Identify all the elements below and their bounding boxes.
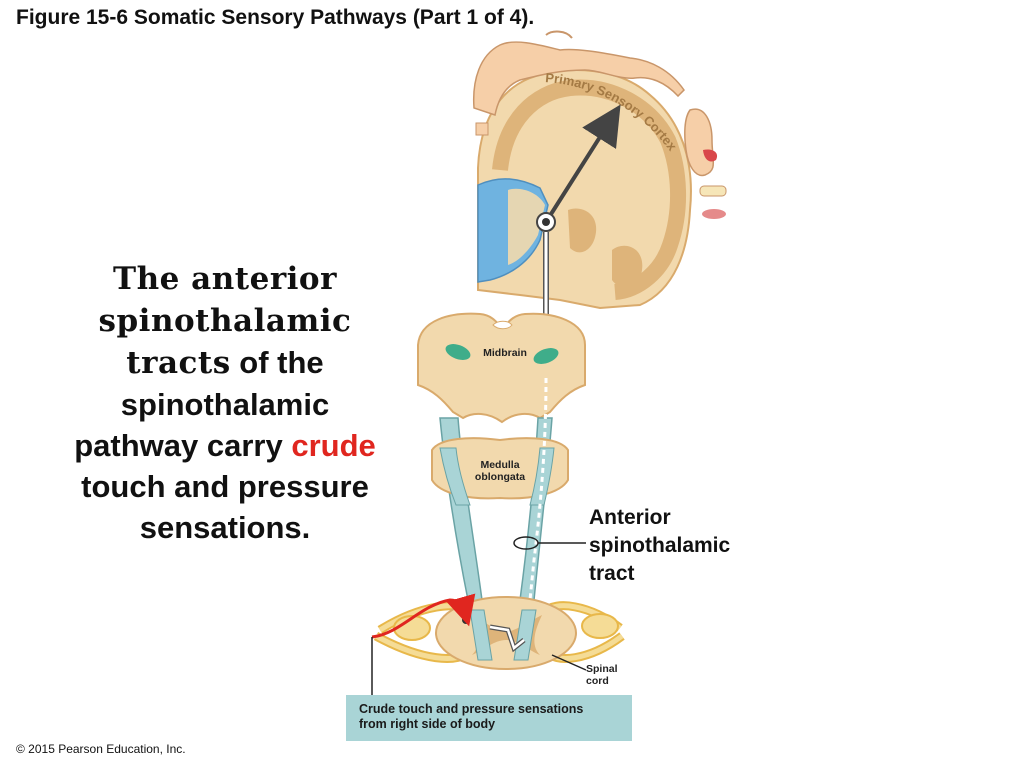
pathway-arrow-icon <box>544 104 621 224</box>
caption-line1: Crude touch and pressure sensations <box>359 702 584 716</box>
sensory-receptor-icon <box>371 593 476 639</box>
homunculus-hand-icon <box>472 30 685 136</box>
figure-title: Figure 15-6 Somatic Sensory Pathways (Pa… <box>16 6 535 29</box>
text-spinothalamic-2: spinothalamic <box>120 387 330 422</box>
text-spinothalamic: spinothalamic <box>98 303 352 339</box>
brain-section <box>477 69 692 310</box>
spinal-cord-section <box>373 596 625 670</box>
text-crude: crude <box>291 428 376 463</box>
text-touch-pressure: touch and pressure <box>81 469 369 504</box>
tract-label-line3: tract <box>589 562 635 585</box>
caption-line2: from right side of body <box>359 717 496 731</box>
main-description: The anterior spinothalamic tracts of the… <box>30 258 420 548</box>
medulla-label-line2: oblongata <box>474 471 526 483</box>
midbrain-section <box>417 312 586 424</box>
spinal-label-line1: Spinal <box>586 663 618 675</box>
text-tracts: tracts <box>126 345 231 381</box>
spinal-label-line2: cord <box>586 675 609 687</box>
homunculus-face-icon <box>684 108 727 219</box>
text-pathway-carry: pathway carry <box>74 428 292 463</box>
tract-label-line1: Anterior <box>589 506 671 529</box>
text-of-the: of the <box>230 345 324 380</box>
caption-box: Crude touch and pressure sensations from… <box>346 695 632 741</box>
text-sensations: sensations. <box>139 510 311 545</box>
spinal-cord-label: Spinal cord <box>586 663 618 687</box>
midbrain-label: Midbrain <box>483 347 527 359</box>
copyright-notice: © 2015 Pearson Education, Inc. <box>16 742 186 756</box>
tract-label-line2: spinothalamic <box>589 534 731 557</box>
text-anterior: The anterior <box>113 261 337 297</box>
anterior-spinothalamic-tract-label: Anterior spinothalamic tract <box>589 504 730 588</box>
medulla-label-line1: Medulla <box>480 459 520 471</box>
medulla-section <box>431 437 569 506</box>
medulla-label: Medulla oblongata <box>465 459 535 483</box>
